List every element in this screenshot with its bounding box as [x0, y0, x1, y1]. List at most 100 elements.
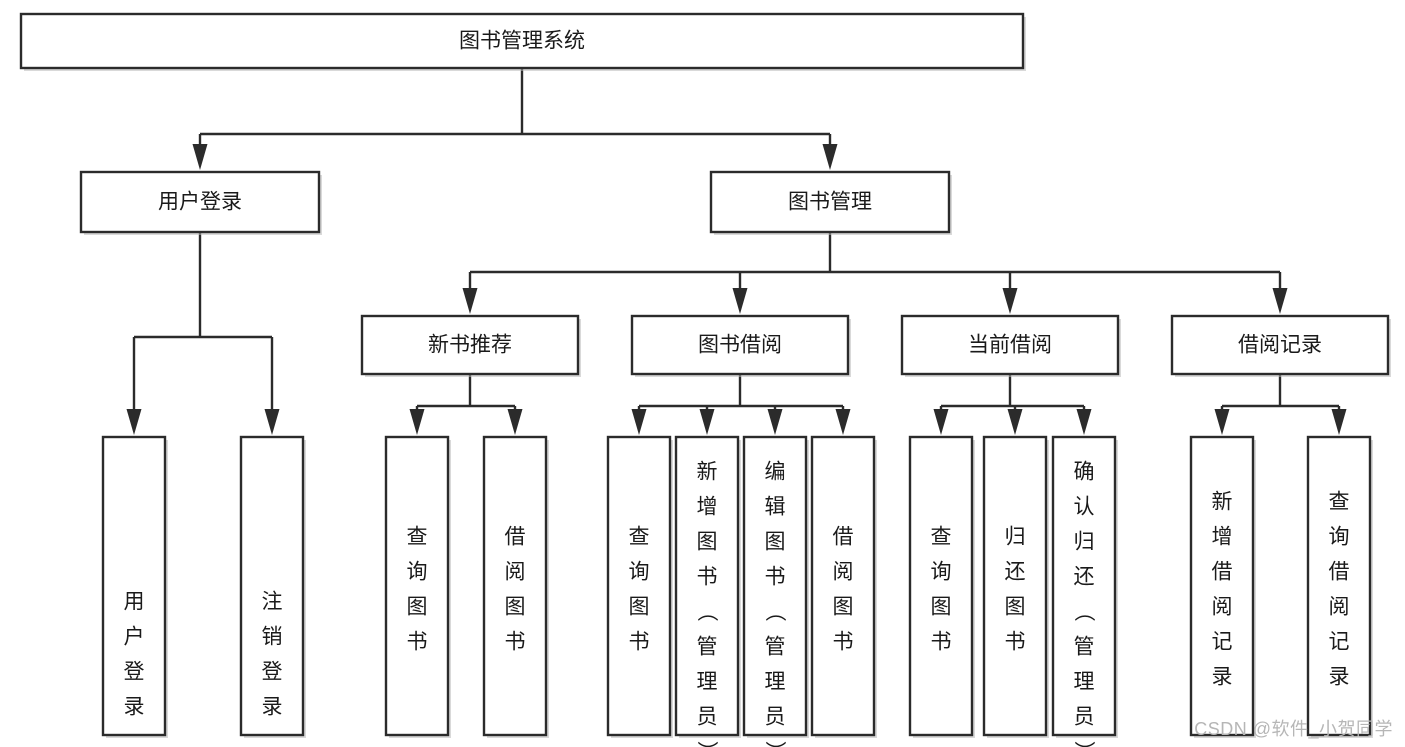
node-label-glyph: 户: [124, 625, 145, 648]
node-leaf-user-login[interactable]: 用户登录: [101, 435, 168, 738]
node-label-glyph: 录: [262, 695, 283, 718]
node-box[interactable]: [900, 314, 1120, 376]
node-label-glyph: 管: [697, 635, 718, 658]
node-label-glyph: 查: [407, 525, 428, 548]
node-label-glyph: 书: [1005, 630, 1026, 653]
node-box[interactable]: [360, 314, 580, 376]
node-label-glyph: 录: [1212, 665, 1233, 688]
node-box[interactable]: [101, 435, 167, 737]
node-label-glyph: 管: [1074, 635, 1095, 658]
node-box[interactable]: [1051, 435, 1117, 737]
node-label-glyph: 借: [1212, 560, 1233, 583]
node-label-glyph: 录: [124, 695, 145, 718]
node-box[interactable]: [1170, 314, 1390, 376]
node-label-glyph: 归: [1005, 525, 1026, 548]
node-label-glyph: 用: [124, 590, 145, 613]
node-label-glyph: 书: [407, 630, 428, 653]
node-box[interactable]: [1189, 435, 1255, 737]
node-box[interactable]: [1306, 435, 1372, 737]
node-label: 图书借阅: [698, 334, 782, 357]
node-current-borrow[interactable]: 当前借阅: [900, 314, 1121, 377]
node-label: 图书管理: [788, 191, 872, 214]
connector-layer: [126, 68, 1347, 435]
node-label-glyph: 记: [1212, 630, 1233, 653]
node-label-glyph: 书: [505, 630, 526, 653]
node-box[interactable]: [674, 435, 740, 737]
node-box[interactable]: [630, 314, 850, 376]
node-label-glyph: 书: [931, 630, 952, 653]
node-box[interactable]: [482, 435, 548, 737]
node-label-glyph: 图: [765, 530, 786, 553]
node-book-manage[interactable]: 图书管理: [709, 170, 952, 235]
node-label-glyph: 查: [629, 525, 650, 548]
node-label-glyph: 图: [697, 530, 718, 553]
node-label-glyph: （: [695, 601, 718, 622]
node-label-glyph: 认: [1074, 495, 1095, 518]
node-label-glyph: 图: [629, 595, 650, 618]
node-user-login[interactable]: 用户登录: [79, 170, 322, 235]
connector-book-borrow: [631, 374, 851, 435]
node-label-glyph: 图: [931, 595, 952, 618]
node-box[interactable]: [810, 435, 876, 737]
node-label-glyph: 增: [697, 495, 718, 518]
node-label-glyph: 注: [262, 590, 283, 613]
node-label: 图书管理系统: [459, 30, 585, 53]
node-label-glyph: （: [763, 601, 786, 622]
node-label-glyph: 新: [1212, 490, 1233, 513]
node-book-borrow[interactable]: 图书借阅: [630, 314, 851, 377]
node-label-glyph: 新: [697, 460, 718, 483]
node-box[interactable]: [19, 12, 1025, 70]
node-box[interactable]: [908, 435, 974, 737]
node-root[interactable]: 图书管理系统: [19, 12, 1026, 71]
connector-user-login: [126, 232, 280, 435]
connector-current-borrow: [933, 374, 1092, 435]
node-label-glyph: 编: [765, 460, 786, 483]
node-label: 当前借阅: [968, 334, 1052, 357]
node-label-glyph: 增: [1212, 525, 1233, 548]
node-box[interactable]: [239, 435, 305, 737]
node-label-glyph: 阅: [505, 560, 526, 583]
node-label-glyph: ）: [1072, 741, 1095, 747]
node-label-glyph: 图: [407, 595, 428, 618]
node-label-glyph: 书: [833, 630, 854, 653]
node-label-glyph: 查: [1329, 490, 1350, 513]
node-label-glyph: 还: [1074, 565, 1095, 588]
node-label-glyph: 询: [407, 560, 428, 583]
node-label-glyph: 还: [1005, 560, 1026, 583]
node-label: 借阅记录: [1238, 334, 1322, 357]
node-label-glyph: 阅: [833, 560, 854, 583]
node-label-glyph: 员: [1074, 705, 1095, 728]
node-box[interactable]: [606, 435, 672, 737]
node-label-glyph: 阅: [1212, 595, 1233, 618]
node-label-glyph: 员: [765, 705, 786, 728]
node-label-glyph: 录: [1329, 665, 1350, 688]
node-label-glyph: 借: [833, 525, 854, 548]
node-label-glyph: 销: [262, 625, 283, 648]
node-box[interactable]: [742, 435, 808, 737]
node-label-glyph: 借: [505, 525, 526, 548]
node-new-book-rec[interactable]: 新书推荐: [360, 314, 581, 377]
node-label-glyph: 理: [765, 670, 786, 693]
node-box[interactable]: [982, 435, 1048, 737]
node-borrow-record[interactable]: 借阅记录: [1170, 314, 1391, 377]
node-box[interactable]: [709, 170, 951, 234]
node-label: 用户登录: [158, 191, 242, 214]
node-box[interactable]: [384, 435, 450, 737]
node-box[interactable]: [79, 170, 321, 234]
node-label-glyph: 辑: [765, 495, 786, 518]
csdn-watermark: CSDN @软件_小贺同学: [1194, 719, 1393, 739]
